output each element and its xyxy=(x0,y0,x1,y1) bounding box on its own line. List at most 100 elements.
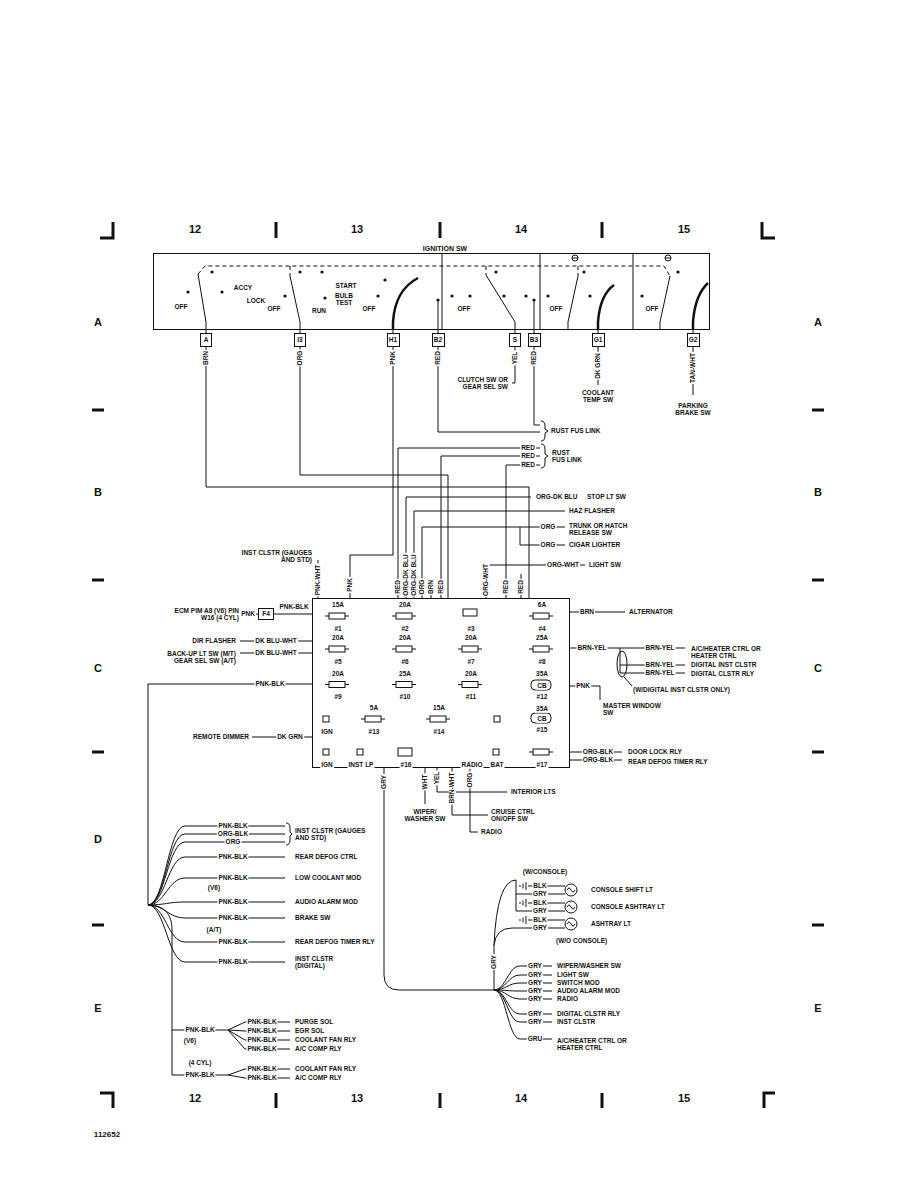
circuit-label: EGR SOL xyxy=(294,1028,325,1035)
node-text: RADIO xyxy=(461,762,484,769)
node-text: OFF xyxy=(362,306,377,313)
pin-name: G1 xyxy=(594,337,603,344)
circuit-label: RED xyxy=(435,350,442,366)
circuit-label: ORG-WHT xyxy=(546,562,580,569)
circuit-label: BLK xyxy=(532,917,547,924)
node-text: 20A xyxy=(464,635,478,642)
circuit-label: SWITCH MOD xyxy=(556,980,601,987)
circuit-label: PNK-BLK xyxy=(254,681,285,688)
circuit-label: ASHTRAY LT xyxy=(590,921,632,928)
circuit-label: PNK-BLK xyxy=(217,939,248,946)
circuit-label: ECM PIM A8 (V6) PIN W16 (4 CYL) xyxy=(168,608,240,621)
circuit-label: COOLANT FAN RLY xyxy=(294,1037,357,1044)
circuit-label: PNK xyxy=(347,577,354,593)
circuit-label: INST CLSTR (DIGITAL) xyxy=(294,956,351,969)
circuit-label: PNK-BLK xyxy=(246,1028,277,1035)
node-text: IGN xyxy=(320,729,334,736)
pin-name: H1 xyxy=(389,337,397,344)
circuit-label: (W/CONSOLE) xyxy=(522,869,568,876)
circuit-label: ORG xyxy=(419,579,426,596)
node-text: OFF xyxy=(645,306,660,313)
node-text: #5 xyxy=(333,659,342,666)
circuit-label: DK GRN xyxy=(276,734,304,741)
grid-ref: C xyxy=(93,663,103,674)
circuit-label: DOOR LOCK RLY xyxy=(627,749,683,756)
circuit-label: TAN-WHT xyxy=(690,352,697,384)
node-text: OFF xyxy=(267,306,282,313)
node-text: #15 xyxy=(536,727,549,734)
circuit-label: PNK-BLK xyxy=(217,875,248,882)
node-text: START xyxy=(334,283,357,290)
circuit-label: GRY xyxy=(527,972,543,979)
node-text: #16 xyxy=(400,762,413,769)
circuit-label: A/C/HEATER CTRL OR HEATER CTRL xyxy=(690,646,772,659)
circuit-label: GRY xyxy=(527,963,543,970)
circuit-label: COOLANT TEMP SW xyxy=(575,390,622,403)
circuit-label: LIGHT SW xyxy=(588,562,622,569)
circuit-label: RED xyxy=(520,462,536,469)
circuit-label: CONSOLE ASHTRAY LT xyxy=(590,904,666,911)
circuit-label: GRY xyxy=(527,1011,543,1018)
circuit-label: BRN-YEL xyxy=(645,662,676,669)
circuit-label: GRY xyxy=(527,1019,543,1026)
node-text: 6A xyxy=(537,602,547,609)
node-text: 25A xyxy=(535,635,549,642)
connector-pin: H1 xyxy=(387,333,400,347)
circuit-label: PNK-BLK xyxy=(217,959,248,966)
pin-name: F4 xyxy=(262,611,270,618)
node-text: #11 xyxy=(465,694,478,701)
connector-pin: F4 xyxy=(258,608,274,620)
circuit-label: AUDIO ALARM MOD xyxy=(556,988,621,995)
grid-ref: A xyxy=(813,317,823,328)
node-text: INST LP xyxy=(348,762,375,769)
node-text: 20A xyxy=(464,671,478,678)
node-text: #6 xyxy=(400,659,409,666)
grid-ref: 12 xyxy=(188,1093,202,1104)
grid-ref: A xyxy=(93,317,103,328)
circuit-label: PURGE SOL xyxy=(294,1019,334,1026)
circuit-label: PNK-BLK xyxy=(184,1072,215,1079)
node-text: OFF xyxy=(549,306,564,313)
circuit-label: BLK xyxy=(532,900,547,907)
circuit-label: DIGITAL CLSTR RLY xyxy=(690,671,755,678)
circuit-label: ORG-DK BLU xyxy=(535,494,579,501)
circuit-label: CRUISE CTRL ON/OFF SW xyxy=(490,809,547,822)
circuit-label: LOW COOLANT MOD xyxy=(294,875,362,882)
node-text: #4 xyxy=(537,626,546,633)
circuit-label: RED xyxy=(518,579,525,595)
circuit-label: YEL xyxy=(512,351,519,366)
circuit-label: DIGITAL CLSTR RLY xyxy=(556,1011,621,1018)
circuit-label: DK BLU-WHT xyxy=(254,638,298,645)
circuit-label: MASTER WINDOW SW xyxy=(602,703,666,716)
circuit-label: RED xyxy=(520,453,536,460)
circuit-label: WHT xyxy=(422,774,429,791)
circuit-label: CIGAR LIGHTER xyxy=(568,542,621,549)
circuit-label: (A/T) xyxy=(206,927,223,934)
grid-ref: 12 xyxy=(188,224,202,235)
circuit-label: PNK-BLK xyxy=(246,1066,277,1073)
circuit-label: AUDIO ALARM MOD xyxy=(294,899,359,906)
circuit-label: ORG-DK BLU xyxy=(411,553,418,597)
circuit-label: ORG xyxy=(225,839,242,846)
circuit-label: PNK-BLK xyxy=(278,604,309,611)
circuit-label: (V6) xyxy=(207,885,221,892)
circuit-label: ORG-BLK xyxy=(582,757,614,764)
pin-name: B3 xyxy=(530,337,538,344)
circuit-label: ORG xyxy=(297,350,304,367)
circuit-label: GRY xyxy=(527,988,543,995)
circuit-label: CONSOLE SHIFT LT xyxy=(590,887,654,894)
circuit-label: BRN-YEL xyxy=(645,670,676,677)
circuit-label: PNK-BLK xyxy=(217,854,248,861)
node-text: 15A xyxy=(331,602,345,609)
circuit-label: REAR DEFOG CTRL xyxy=(294,854,358,861)
node-text: BAT xyxy=(490,762,505,769)
node-text: BULB TEST xyxy=(331,293,358,306)
circuit-label: TRUNK OR HATCH RELEASE SW xyxy=(568,523,650,536)
connector-pin: B3 xyxy=(528,333,541,347)
circuit-label: DIGITAL INST CLSTR xyxy=(690,662,757,669)
circuit-label: RED xyxy=(520,445,536,452)
node-text: #7 xyxy=(466,659,475,666)
circuit-label: RUST FUS LINK xyxy=(551,450,583,463)
switch-title: IGNITION SW xyxy=(422,245,468,252)
circuit-label: ORG-BLK xyxy=(217,831,249,838)
